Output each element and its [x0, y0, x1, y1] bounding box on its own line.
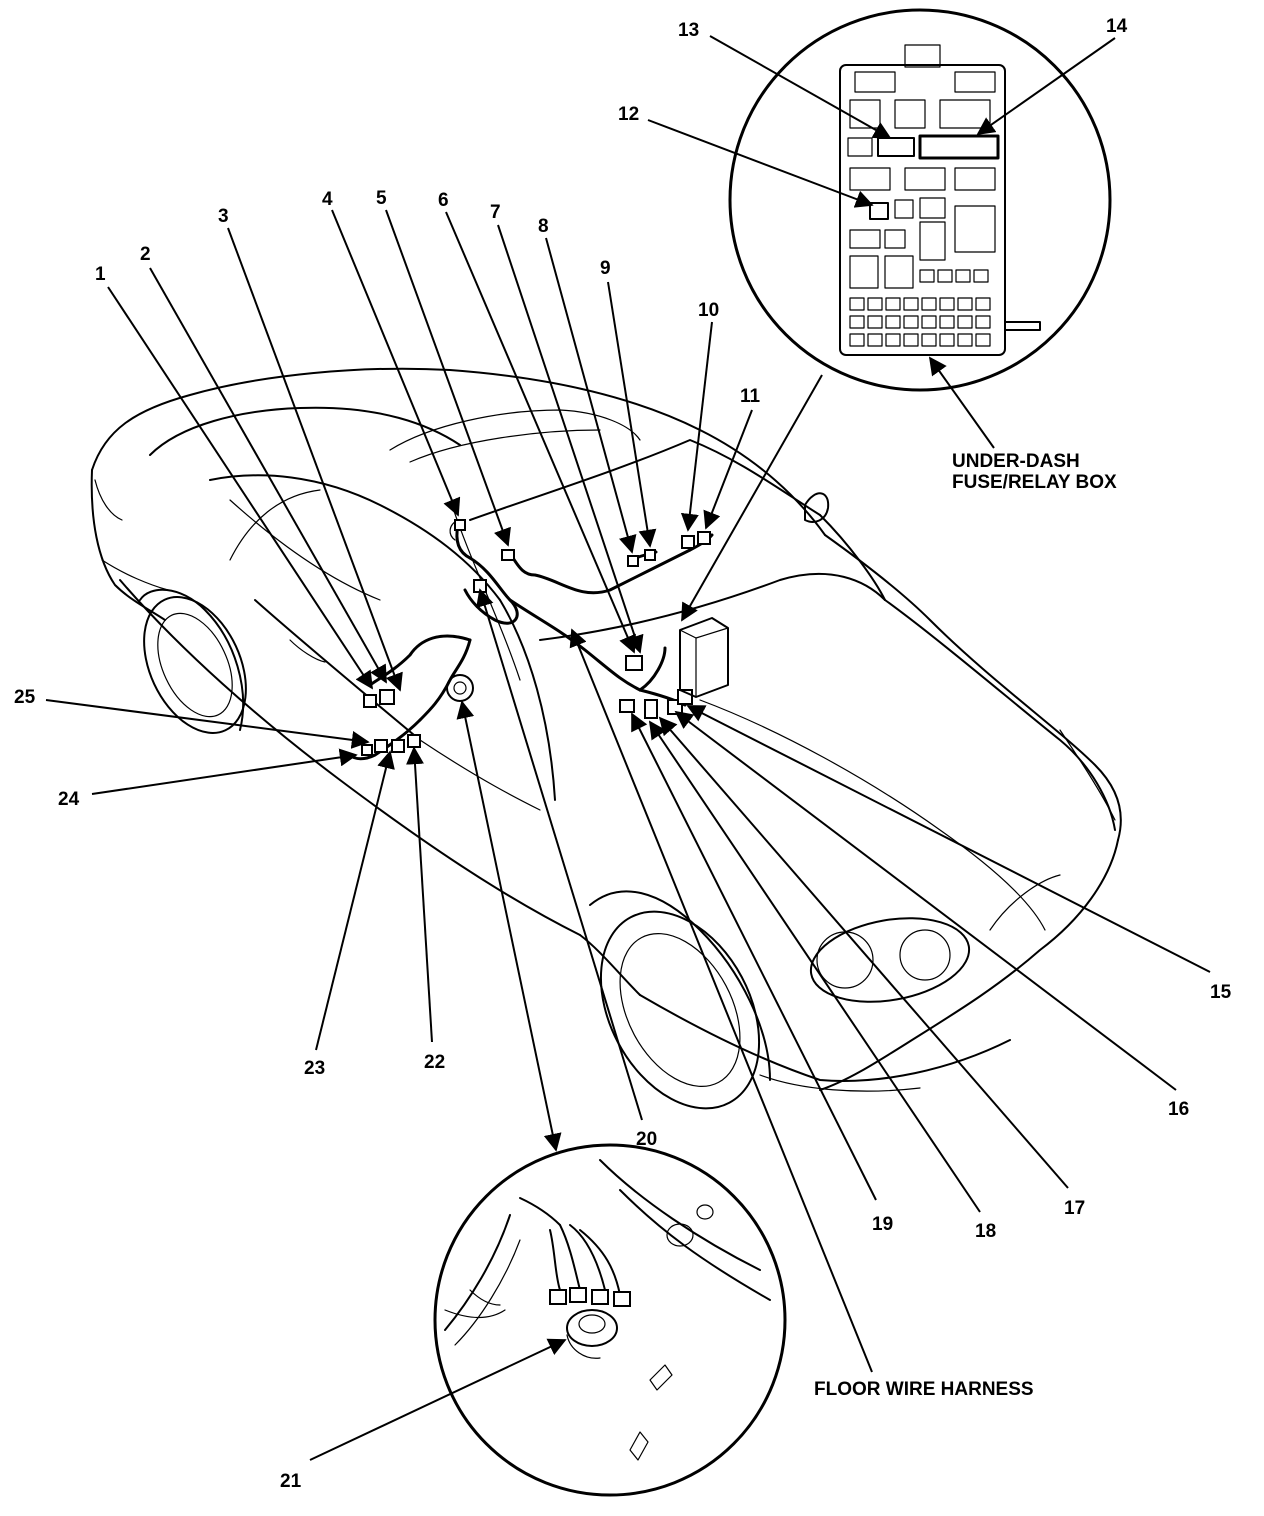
connector-9	[644, 549, 656, 561]
connector-8	[627, 555, 639, 567]
callout-15: 15	[1210, 982, 1232, 1003]
connector-10	[681, 535, 695, 549]
callout-21: 21	[280, 1471, 302, 1492]
callout-17: 17	[1064, 1198, 1085, 1219]
callout-8: 8	[538, 216, 549, 237]
connector-11	[697, 531, 711, 545]
fuse-box-caption-line2: FUSE/RELAY BOX	[952, 472, 1117, 493]
floor-harness-caption: FLOOR WIRE HARNESS	[814, 1379, 1034, 1400]
callout-7: 7	[490, 202, 501, 223]
callout-12: 12	[618, 104, 639, 125]
connector-4	[454, 519, 466, 531]
callout-25: 25	[14, 687, 36, 708]
connector-24	[391, 739, 405, 753]
callout-2: 2	[140, 244, 151, 265]
fuse-box-caption-line1: UNDER-DASH	[952, 451, 1080, 472]
floor-inset	[433, 1143, 787, 1497]
callout-11: 11	[740, 386, 761, 407]
callout-20: 20	[636, 1129, 657, 1150]
connector-19	[619, 699, 635, 713]
callout-13: 13	[678, 20, 699, 41]
callout-10: 10	[698, 300, 719, 321]
callout-1: 1	[95, 264, 106, 285]
connector-7	[625, 655, 643, 671]
callout-numbers: 1 2 3 4 5 6 7 8 9 10 11 12 13 14 15 16 1…	[14, 16, 1232, 1492]
callout-18: 18	[975, 1221, 996, 1242]
connector-1	[379, 689, 395, 705]
wire-harness	[348, 519, 714, 761]
callout-19: 19	[872, 1214, 893, 1235]
fuse-grid	[849, 269, 991, 347]
callout-3: 3	[218, 206, 229, 227]
callout-16: 16	[1168, 1099, 1189, 1120]
callout-4: 4	[322, 189, 333, 210]
connector-26	[361, 744, 373, 756]
callout-9: 9	[600, 258, 611, 279]
leader-lines	[45, 35, 1211, 1461]
callout-5: 5	[376, 188, 387, 209]
callout-24: 24	[58, 789, 80, 810]
connector-5	[501, 549, 515, 561]
callout-23: 23	[304, 1058, 325, 1079]
connector-25	[374, 739, 388, 753]
connector-2	[363, 694, 377, 708]
captions: UNDER-DASH FUSE/RELAY BOX FLOOR WIRE HAR…	[814, 451, 1117, 1400]
connector-18	[644, 699, 658, 719]
callout-6: 6	[438, 190, 449, 211]
connector-23	[407, 734, 421, 748]
callout-22: 22	[424, 1052, 445, 1073]
fuse-box-inset	[728, 8, 1112, 392]
callout-14: 14	[1106, 16, 1128, 37]
